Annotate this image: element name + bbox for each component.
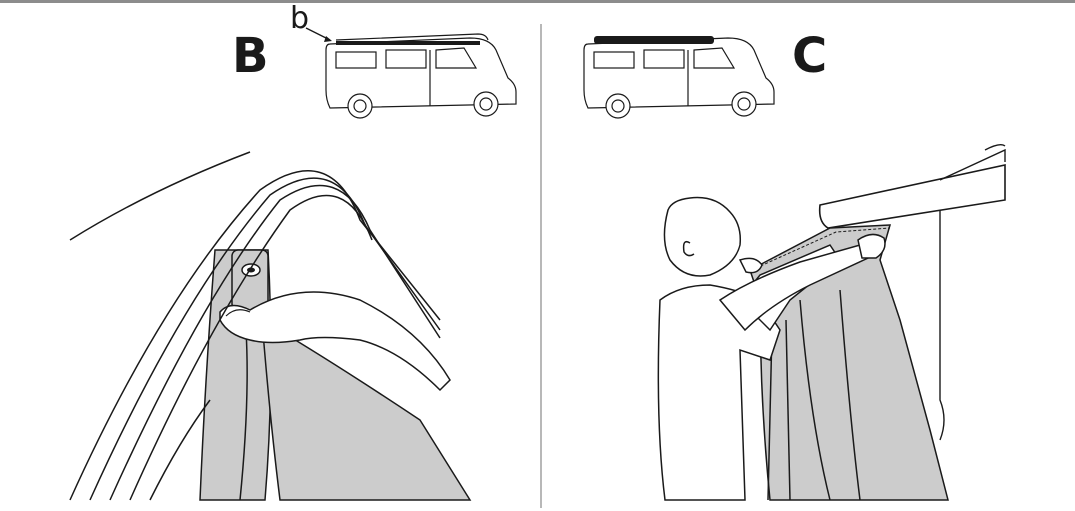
step-label-b: B [232,32,269,80]
closeup-rail-feed [200,250,470,500]
awning-rail-marker [336,41,480,45]
step-label-c: C [792,32,827,80]
awning-rail-highlight [594,36,714,44]
callout-label-b: b [290,4,309,34]
van-illustration-b [326,34,516,118]
van-illustration-c [584,38,774,118]
